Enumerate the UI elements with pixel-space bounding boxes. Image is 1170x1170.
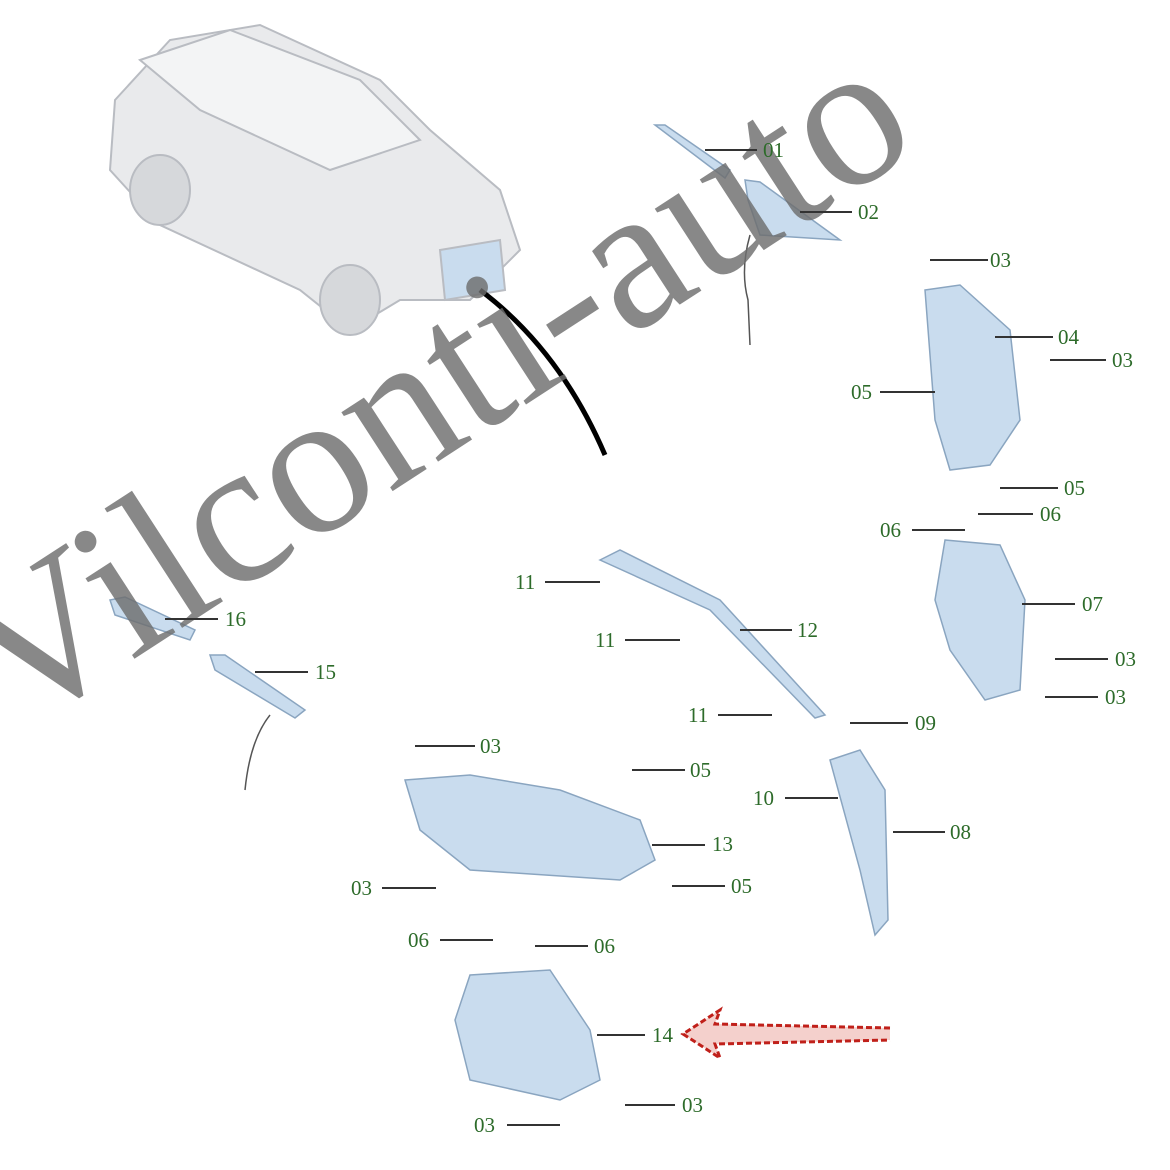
callout-label: 16 (225, 607, 246, 631)
leader-line (1000, 487, 1058, 489)
callout-label: 05 (851, 380, 872, 404)
callout-label: 13 (712, 832, 733, 856)
callout-label: 02 (858, 200, 879, 224)
leader-line (912, 529, 965, 531)
callout-label: 06 (408, 928, 429, 952)
leader-line (415, 745, 475, 747)
part-15 (208, 654, 307, 719)
leader-line (632, 769, 685, 771)
leader-line (800, 211, 852, 213)
callout-label: 03 (1115, 647, 1136, 671)
parts (109, 124, 1026, 1101)
leader-line (652, 844, 705, 846)
leader-line (507, 1124, 560, 1126)
callout-label: 04 (1058, 325, 1079, 349)
leader-line (930, 259, 988, 261)
leader-line (740, 629, 792, 631)
leader-line (995, 336, 1053, 338)
callout-label: 11 (688, 703, 709, 727)
leader-line (625, 1104, 675, 1106)
callout-label: 05 (690, 758, 711, 782)
callout-label: 14 (652, 1023, 673, 1047)
leader-line (880, 391, 935, 393)
callout-label: 06 (594, 934, 615, 958)
callout-label: 08 (950, 820, 971, 844)
leader-line (255, 671, 308, 673)
leader-line (893, 831, 945, 833)
leader-line (440, 939, 493, 941)
callout-label: 06 (880, 518, 901, 542)
callout-label: 05 (1064, 476, 1085, 500)
callout-label: 07 (1082, 592, 1103, 616)
callout-label: 01 (763, 138, 784, 162)
callout-label: 03 (682, 1093, 703, 1117)
callout-label: 11 (595, 628, 616, 652)
leader-line (1022, 603, 1075, 605)
vehicle-illustration (108, 23, 522, 336)
part-07 (934, 539, 1026, 701)
leader-line (597, 1034, 645, 1036)
callout-label: 03 (1105, 685, 1126, 709)
leader-line (535, 945, 588, 947)
leader-line (165, 618, 218, 620)
callout-label: 03 (474, 1113, 495, 1137)
callout-label: 11 (515, 570, 536, 594)
leader-line (672, 885, 725, 887)
callout-label: 15 (315, 660, 336, 684)
part-02 (744, 179, 843, 241)
direction-arrow (680, 1006, 891, 1062)
callout-label: 12 (797, 618, 818, 642)
leader-line (1045, 696, 1098, 698)
part-08 (829, 749, 889, 937)
leader-line (785, 797, 838, 799)
part-13 (404, 774, 656, 881)
part-12 (598, 549, 827, 719)
part-16 (109, 596, 197, 641)
leader-line (978, 513, 1033, 515)
callout-label: 09 (915, 711, 936, 735)
callout-label: 03 (990, 248, 1011, 272)
leader-line (850, 722, 908, 724)
callout-label: 03 (351, 876, 372, 900)
leader-line (1050, 359, 1106, 361)
leader-line (625, 639, 680, 641)
leader-line (705, 149, 757, 151)
pointer-line (478, 288, 608, 456)
part-14 (454, 969, 601, 1101)
leader-line (382, 887, 436, 889)
part-01 (652, 124, 732, 180)
callout-label: 03 (480, 734, 501, 758)
leader-line (718, 714, 772, 716)
callout-label: 10 (753, 786, 774, 810)
callout-label: 03 (1112, 348, 1133, 372)
callout-label: 05 (731, 874, 752, 898)
callout-label: 06 (1040, 502, 1061, 526)
leader-line (1055, 658, 1108, 660)
part-04 (924, 284, 1021, 471)
leader-line (545, 581, 600, 583)
